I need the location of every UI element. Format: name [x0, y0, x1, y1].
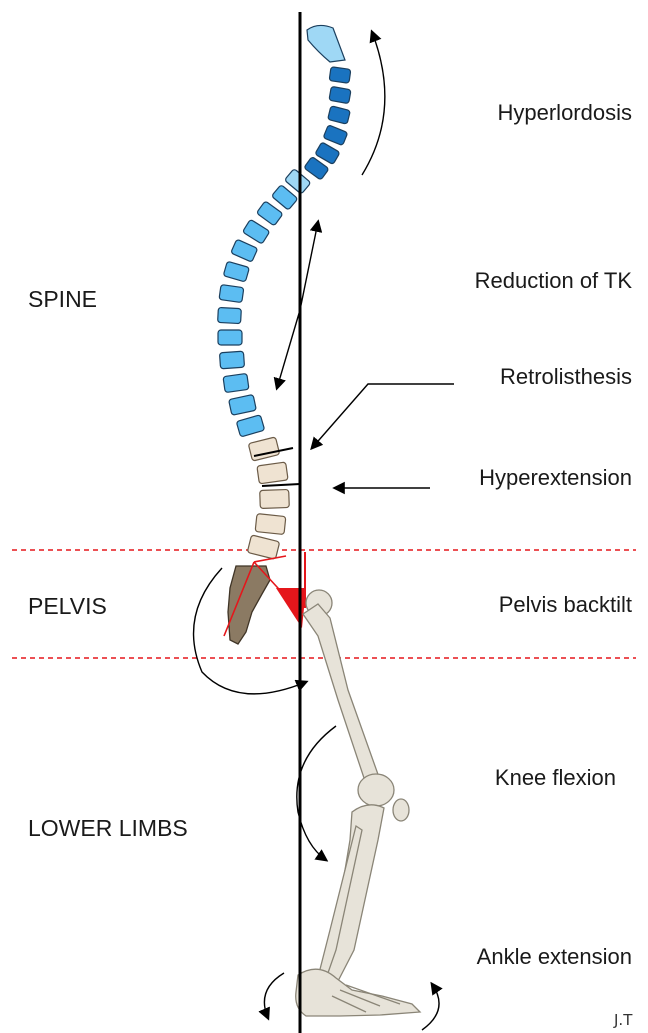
sacrum	[228, 566, 270, 644]
label-reduction-tk: Reduction of TK	[475, 268, 633, 293]
label-ankle-extension: Ankle extension	[477, 944, 632, 969]
thoracic-vertebrae	[218, 169, 311, 437]
region-label-lower-limbs: LOWER LIMBS	[28, 815, 188, 841]
foot	[296, 969, 420, 1016]
label-knee-flexion: Knee flexion	[495, 765, 616, 790]
tibia-fibula	[316, 805, 384, 990]
patella	[393, 799, 409, 821]
region-label-pelvis: PELVIS	[28, 593, 107, 619]
ankle-extension-arrow-right	[422, 984, 439, 1030]
label-hyperlordosis: Hyperlordosis	[498, 100, 633, 125]
artist-signature: J.T	[613, 1011, 633, 1029]
region-label-spine: SPINE	[28, 286, 97, 312]
cervical-vertebrae	[304, 25, 351, 180]
knee-flexion-arrow	[297, 726, 336, 860]
label-hyperextension: Hyperextension	[479, 465, 632, 490]
reduction-tk-arrow-down	[277, 310, 300, 388]
reduction-tk-arrow-up	[300, 222, 318, 310]
femur	[303, 590, 394, 806]
hyperlordosis-arrow	[362, 32, 385, 175]
ankle-extension-arrow-left	[264, 973, 284, 1018]
label-pelvis-backtilt: Pelvis backtilt	[499, 592, 632, 617]
retrolisthesis-arrow	[312, 384, 454, 448]
label-retrolisthesis: Retrolisthesis	[500, 364, 632, 389]
lumbar-vertebrae	[247, 437, 289, 559]
